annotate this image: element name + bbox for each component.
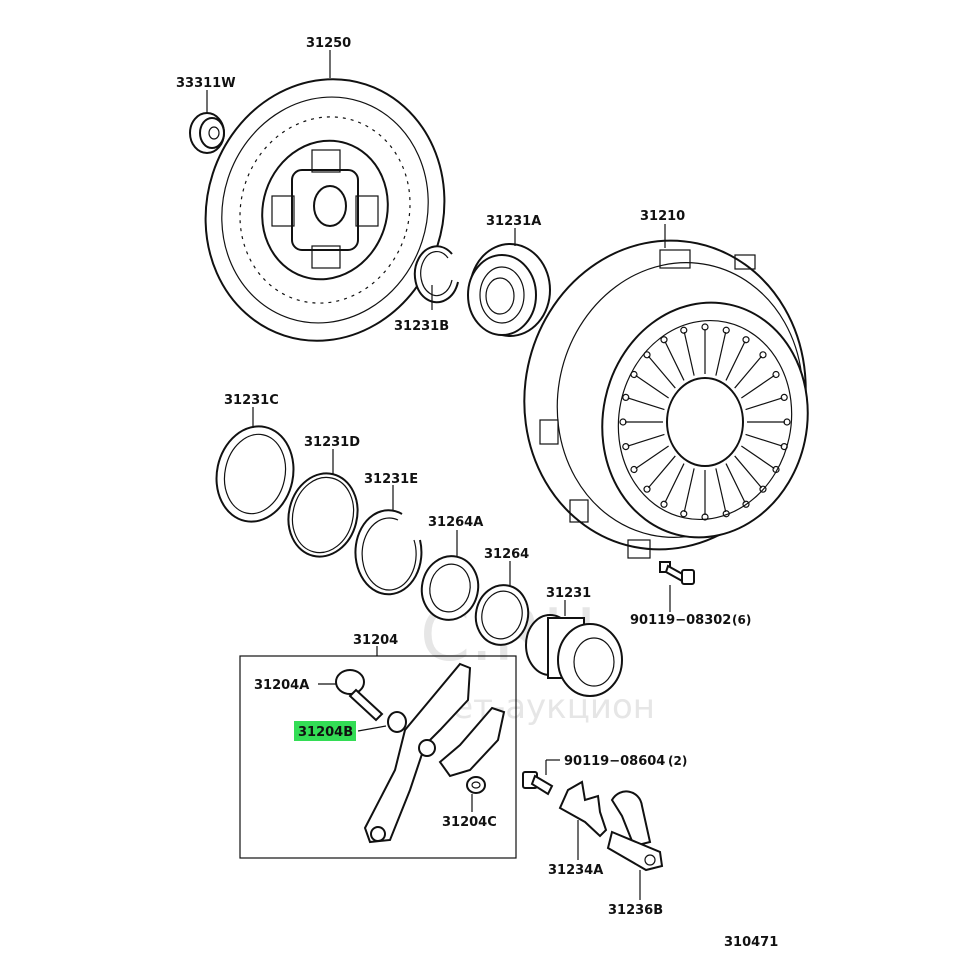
- bearing-31231a-drawing: [467, 243, 551, 337]
- spring-finger: [647, 355, 676, 389]
- spring-finger: [683, 468, 695, 512]
- spring-finger-tip: [783, 418, 791, 426]
- spring-finger-tip: [772, 465, 780, 474]
- spring-finger-tip: [660, 500, 668, 508]
- part-label[interactable]: 33311W: [176, 76, 236, 91]
- part-label[interactable]: 31236B: [608, 903, 663, 918]
- spring-finger-tip: [780, 393, 788, 402]
- spring-finger: [745, 397, 783, 411]
- highlight-marker: [294, 721, 356, 741]
- spring-finger-tip: [759, 351, 767, 359]
- release-fork-drawing: [363, 662, 506, 844]
- spring-finger-tip: [622, 393, 630, 402]
- spring-finger-tip: [630, 370, 638, 379]
- part-label[interactable]: 31204A: [254, 678, 309, 693]
- pilot-bearing-drawing: [189, 112, 225, 154]
- spring-finger: [664, 463, 685, 503]
- part-label[interactable]: 31264A: [428, 515, 483, 530]
- ball-stud-31204a-drawing: [335, 669, 384, 722]
- part-label[interactable]: 31231B: [394, 319, 449, 334]
- spring-finger-tip: [759, 485, 767, 493]
- fork-group-box: [239, 655, 517, 859]
- spring-finger-tip: [622, 442, 630, 451]
- washer-31264a-drawing: [420, 555, 480, 621]
- clutch-disc-drawing: [204, 78, 446, 342]
- diaphragm-spring-fingers: [619, 323, 791, 521]
- part-label[interactable]: 31210: [640, 209, 685, 224]
- part-label[interactable]: 31234A: [548, 863, 603, 878]
- part-label[interactable]: 31231D: [304, 435, 360, 450]
- spring-finger-tip: [619, 418, 627, 426]
- spring-finger-tip: [643, 351, 651, 359]
- spring-finger-tip: [643, 485, 651, 493]
- link-31236b-drawing: [606, 790, 664, 872]
- spring-finger-tip: [680, 510, 688, 518]
- spring-finger: [715, 332, 727, 376]
- part-label[interactable]: 31250: [306, 36, 351, 51]
- spring-finger-tip: [630, 465, 638, 474]
- spring-finger-tip: [742, 336, 750, 344]
- part-label-highlighted[interactable]: 31204B: [298, 725, 353, 740]
- spring-finger-tip: [701, 323, 709, 331]
- spring-finger: [734, 455, 763, 489]
- part-label[interactable]: 31231E: [364, 472, 418, 487]
- spring-finger: [745, 433, 783, 447]
- clutch-cover-drawing: [523, 239, 809, 559]
- spring-finger: [664, 341, 685, 381]
- oring-31231d-drawing: [287, 472, 359, 558]
- spring-finger: [741, 375, 775, 399]
- part-quantity: (2): [668, 754, 687, 768]
- spring-finger-tip: [742, 500, 750, 508]
- spring-finger: [741, 445, 775, 469]
- release-bearing-drawing: [525, 614, 623, 697]
- part-label[interactable]: 31204: [353, 633, 398, 648]
- seal-31231c-drawing: [215, 425, 295, 523]
- spring-finger-tip: [722, 510, 730, 518]
- spring-finger: [715, 468, 727, 512]
- spring-finger: [734, 355, 763, 389]
- spring-finger-tip: [772, 370, 780, 379]
- diagram-id: 310471: [724, 935, 778, 950]
- bracket-31234a-drawing: [558, 780, 608, 838]
- clip-31204b-drawing: [387, 711, 407, 733]
- part-labels: 31250 33311W 31231A 31231B 31210 31231C …: [176, 36, 778, 950]
- nut-31204c-drawing: [466, 776, 486, 794]
- part-label[interactable]: 31264: [484, 547, 529, 562]
- spring-finger: [683, 332, 695, 376]
- part-label[interactable]: 31231A: [486, 214, 541, 229]
- spring-finger-tip: [722, 326, 730, 334]
- snap-ring-31231e-drawing: [354, 509, 423, 596]
- spring-finger: [725, 341, 746, 381]
- part-label[interactable]: 31231: [546, 586, 591, 601]
- spring-finger: [635, 375, 669, 399]
- spring-finger: [725, 463, 746, 503]
- bolt-90119-08302-drawing: [659, 561, 695, 585]
- part-quantity: (6): [732, 613, 751, 627]
- part-label[interactable]: 90119−08302: [630, 613, 731, 628]
- spring-finger: [635, 445, 669, 469]
- part-label[interactable]: 90119−08604: [564, 754, 665, 769]
- part-label[interactable]: 31204C: [442, 815, 497, 830]
- spring-finger: [627, 397, 665, 411]
- spring-finger: [627, 433, 665, 447]
- spring-finger-tip: [660, 336, 668, 344]
- spring-finger-tip: [780, 442, 788, 451]
- washer-31264-drawing: [474, 584, 530, 646]
- spring-finger-tip: [701, 513, 709, 521]
- bolt-90119-08604-drawing: [522, 771, 554, 796]
- spring-finger: [647, 455, 676, 489]
- snap-ring-31231b-drawing: [413, 245, 459, 304]
- part-label[interactable]: 31231C: [224, 393, 279, 408]
- spring-finger-tip: [680, 326, 688, 334]
